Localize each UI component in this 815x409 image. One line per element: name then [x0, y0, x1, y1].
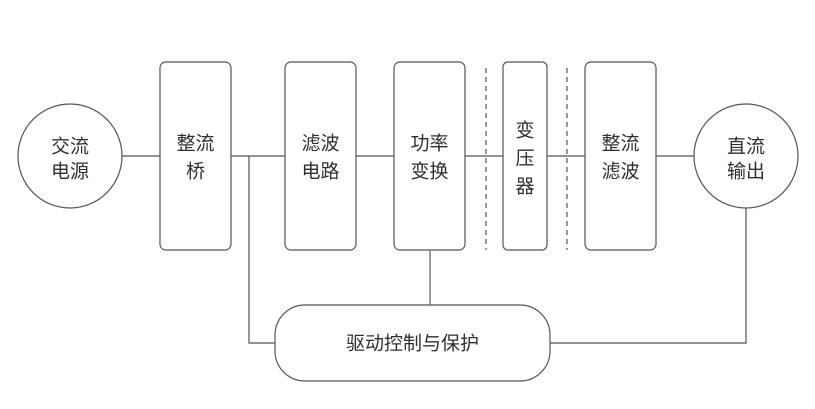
transformer-label-line3: 器 — [515, 176, 534, 198]
ac-source-node: 交流 电源 — [17, 103, 123, 209]
connector-rectifier-to-control — [248, 156, 275, 344]
rectifier-bridge-label-line1: 整流 — [176, 133, 214, 155]
rectifier-bridge-label-line2: 桥 — [186, 161, 205, 183]
rectify-filter-node: 整流 滤波 — [584, 61, 657, 251]
drive-control-node: 驱动控制与保护 — [274, 304, 551, 382]
power-conversion-label-line2: 变换 — [410, 161, 448, 183]
rectify-filter-label-line1: 整流 — [601, 133, 639, 155]
transformer-node: 变 压 器 — [502, 61, 548, 251]
ac-source-label-line2: 电源 — [51, 161, 89, 183]
filter-circuit-node: 滤波 电路 — [284, 61, 357, 251]
filter-circuit-label-line1: 滤波 — [301, 133, 339, 155]
dc-output-node: 直流 输出 — [693, 103, 799, 209]
drive-control-label: 驱动控制与保护 — [346, 333, 479, 355]
connector-dc-to-control — [550, 208, 747, 344]
dc-output-label-line2: 输出 — [727, 161, 765, 183]
filter-circuit-label-line2: 电路 — [301, 161, 339, 183]
rectify-filter-label-line2: 滤波 — [601, 161, 639, 183]
power-conversion-label-line1: 功率 — [410, 133, 448, 155]
rectifier-bridge-node: 整流 桥 — [159, 61, 232, 251]
dc-output-label-line1: 直流 — [727, 136, 765, 158]
transformer-label-line2: 压 — [515, 148, 534, 170]
ac-source-label-line1: 交流 — [51, 136, 89, 158]
power-conversion-node: 功率 变换 — [393, 61, 466, 251]
transformer-label-line1: 变 — [515, 120, 534, 142]
